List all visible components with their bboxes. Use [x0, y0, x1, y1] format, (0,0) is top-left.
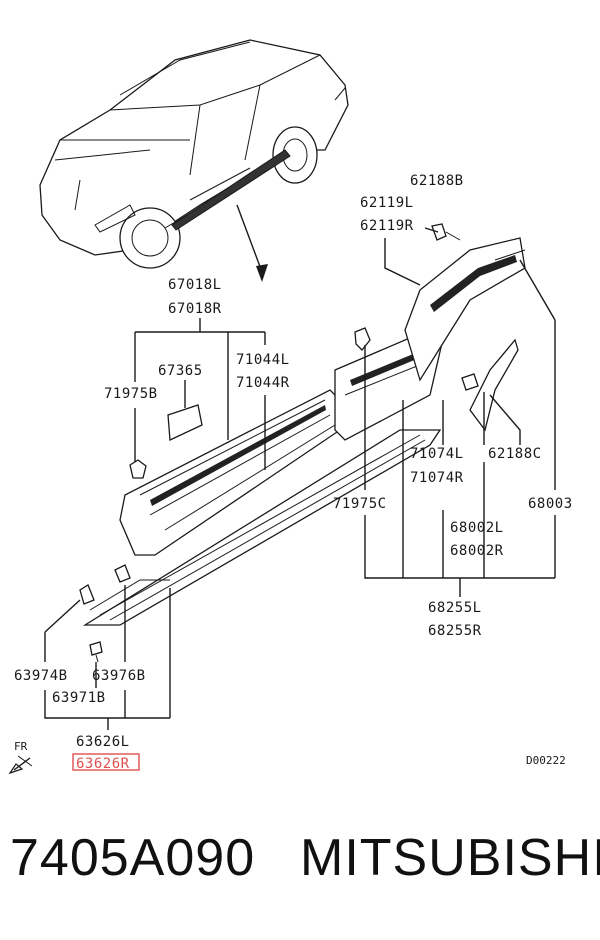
pointer-arrow [236, 204, 268, 282]
label-71074L: 71074L [410, 446, 464, 462]
leader-lines [44, 227, 556, 730]
label-67018L: 67018L [168, 277, 222, 293]
highlight-box [72, 753, 140, 771]
label-68002L: 68002L [450, 520, 504, 536]
label-62119R: 62119R [360, 218, 414, 234]
label-63974B: 63974B [14, 668, 68, 684]
label-63971B: 63971B [52, 690, 106, 706]
label-63626L: 63626L [76, 734, 130, 750]
label-63626R: 63626R [76, 756, 130, 772]
label-68255R: 68255R [428, 623, 482, 639]
front-direction-indicator: FR [8, 740, 33, 775]
vehicle-illustration [39, 39, 349, 269]
label-62188B: 62188B [410, 173, 464, 189]
brand-name: MITSUBISHI [300, 829, 600, 887]
label-68003: 68003 [528, 496, 573, 512]
label-71044L: 71044L [236, 352, 290, 368]
clip-71975C [354, 327, 371, 351]
clip-62188B [431, 223, 461, 241]
label-71975C: 71975C [333, 496, 387, 512]
mud-guard [167, 404, 203, 441]
fr-label: FR [14, 740, 28, 753]
clip-62188C [461, 373, 479, 391]
side-garnish-panel [119, 324, 446, 556]
label-62188C: 62188C [488, 446, 542, 462]
clip-63974B [79, 584, 95, 605]
screw-63971B [89, 641, 103, 663]
clip-63976B [114, 564, 131, 583]
side-sill-rail [82, 429, 442, 626]
label-71074R: 71074R [410, 470, 464, 486]
clip-71975B [129, 459, 147, 479]
footer: 7405A090 MITSUBISHI [0, 828, 600, 908]
label-63976B: 63976B [92, 668, 146, 684]
part-labels: 62188B 62119L 62119R 67018L 67018R 67365… [14, 173, 573, 772]
part-number: 7405A090 [10, 829, 256, 887]
label-68255L: 68255L [428, 600, 482, 616]
label-62119L: 62119L [360, 195, 414, 211]
label-68002R: 68002R [450, 543, 504, 559]
label-71044R: 71044R [236, 375, 290, 391]
label-71975B: 71975B [104, 386, 158, 402]
diagram-code: D00222 [526, 754, 566, 767]
label-67018R: 67018R [168, 301, 222, 317]
label-67365: 67365 [158, 363, 203, 379]
fender-flare [404, 237, 526, 432]
